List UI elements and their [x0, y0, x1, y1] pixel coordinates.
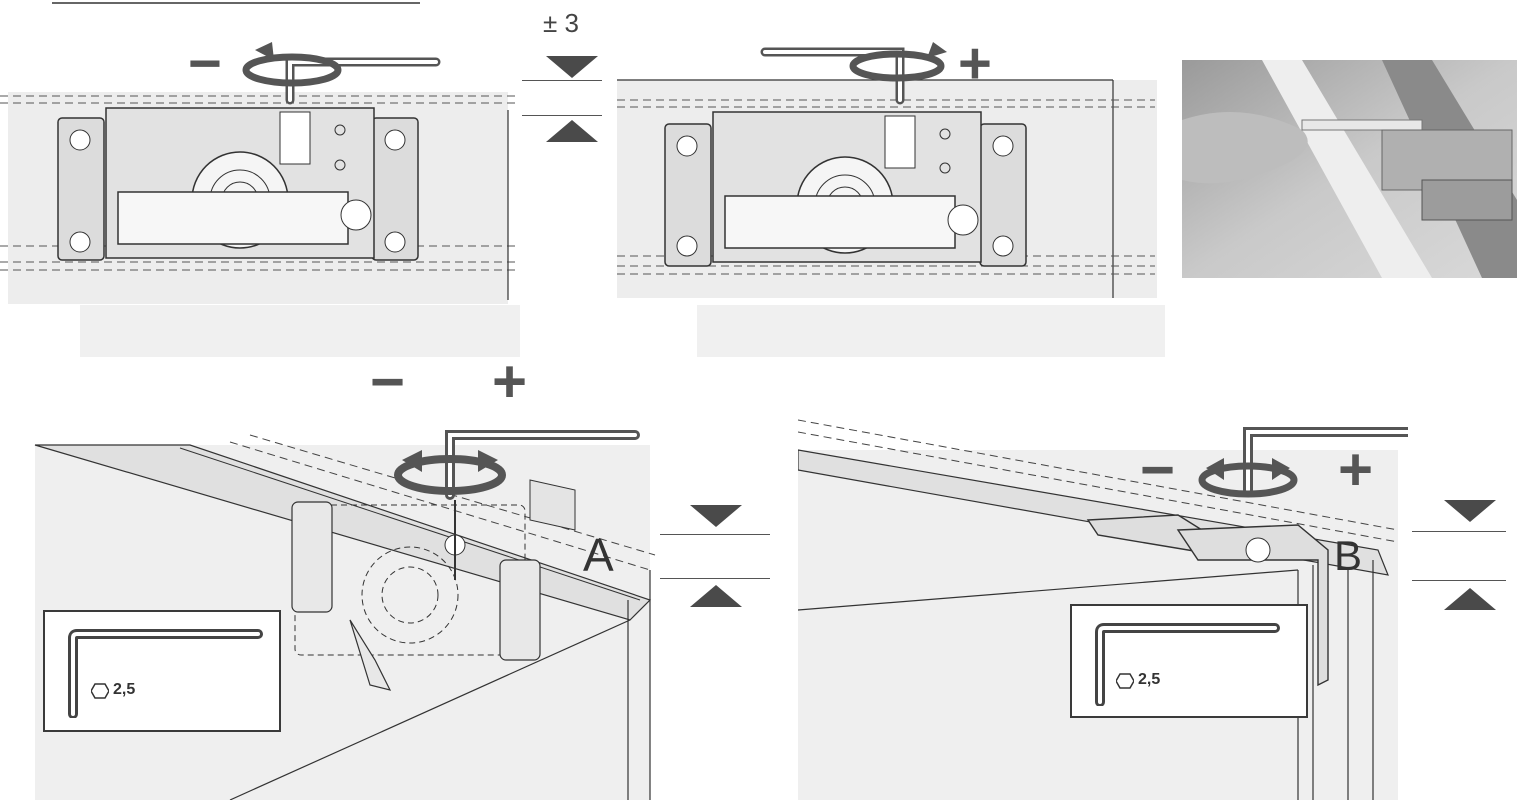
hex-key-icon [68, 629, 263, 718]
range-line-top-b [1412, 531, 1506, 532]
range-line-bottom [522, 115, 602, 116]
adjustment-range-label: ± 3 [543, 8, 579, 38]
adjustment-photo [1182, 60, 1517, 278]
raise-arrow-marker-b [1444, 588, 1496, 610]
raise-arrow-marker-a [690, 585, 742, 607]
hex-key-icon [1095, 623, 1280, 706]
range-line-bottom-a [660, 578, 770, 579]
detail-label-b: B [1334, 532, 1363, 579]
top-edge-line [52, 2, 420, 4]
range-line-bottom-b [1412, 580, 1506, 581]
hexagon-size-icon [1116, 673, 1134, 689]
range-line-top [522, 80, 602, 81]
plus-sign-bottom-right: + [1338, 436, 1374, 503]
tool-inset-right: 2,5 [1070, 604, 1308, 718]
minus-sign-bottom-right: − [1140, 436, 1176, 503]
tool-inset-left: 2,5 [43, 610, 281, 732]
carriage-front-view-plus [617, 42, 1165, 357]
plus-sign-bottom-left: + [492, 348, 528, 415]
lower-arrow-marker-b [1444, 500, 1496, 522]
plus-sign: + [958, 31, 992, 96]
minus-sign-bottom-left: − [370, 348, 406, 415]
minus-sign: − [188, 31, 222, 96]
raise-arrow-marker [546, 120, 598, 142]
detail-label-a: A [583, 529, 614, 581]
hexagon-size-icon [91, 683, 109, 699]
tool-size-label: 2,5 [1138, 671, 1161, 688]
lower-arrow-marker-a [690, 505, 742, 527]
lower-arrow-marker [546, 56, 598, 78]
carriage-front-view-minus [0, 42, 520, 357]
tool-size-label: 2,5 [113, 681, 136, 698]
range-line-top-a [660, 534, 770, 535]
